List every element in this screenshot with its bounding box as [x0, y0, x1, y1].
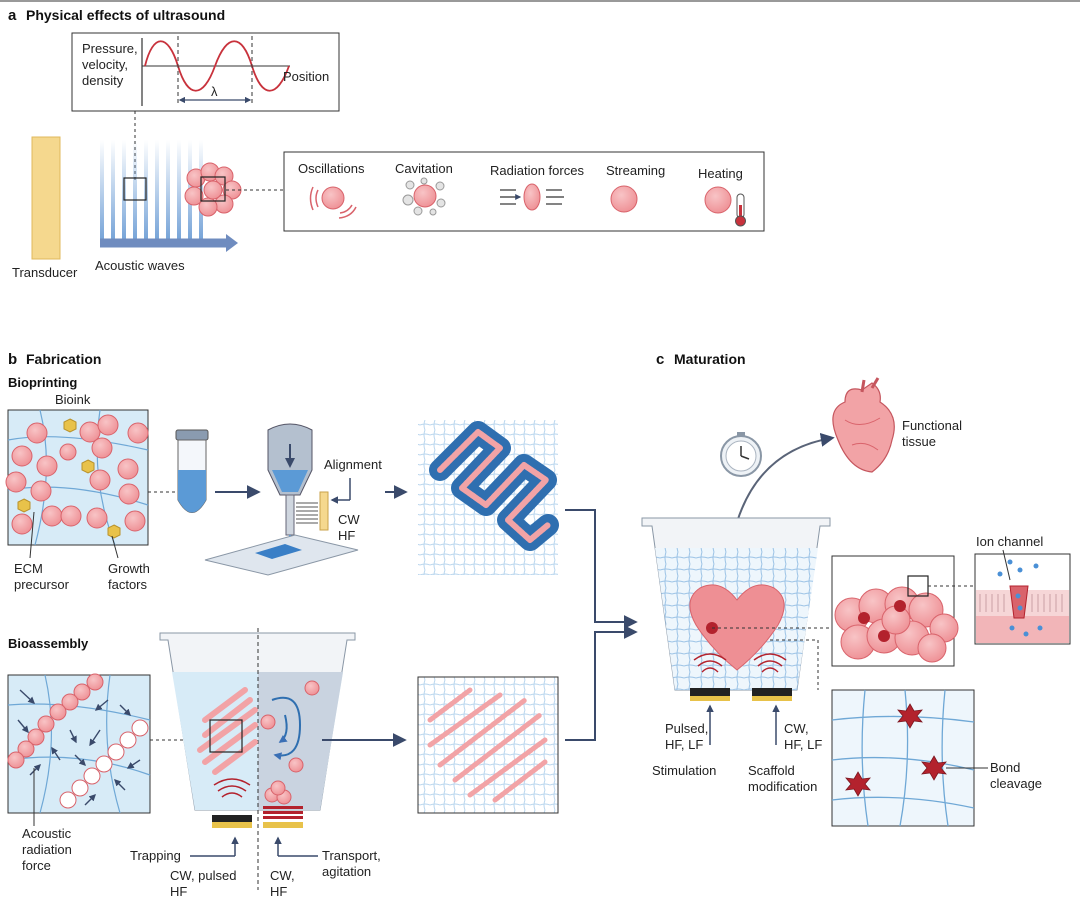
bond-cleavage-inset	[831, 689, 975, 827]
graph-ylabel-1: Pressure,	[82, 41, 138, 56]
ion-channel-label: Ion channel	[976, 534, 1043, 549]
heating-icon	[704, 186, 746, 227]
graph-ylabel-3: density	[82, 73, 124, 88]
effect-cavitation-label: Cavitation	[395, 161, 453, 176]
sine-wave	[144, 40, 290, 92]
bioassembly-container	[159, 628, 356, 890]
trapping-param-1: CW, pulsed	[170, 868, 236, 883]
growth-label-2: factors	[108, 577, 148, 592]
effect-heating-label: Heating	[698, 166, 743, 181]
bioink-label: Bioink	[55, 392, 91, 407]
oscillation-icon	[309, 186, 357, 219]
growth-label-1: Growth	[108, 561, 150, 576]
effect-streaming-label: Streaming	[606, 163, 665, 178]
tissue-inset	[831, 555, 959, 667]
panel-a-title: Physical effects of ultrasound	[26, 7, 225, 23]
alignment-label: Alignment	[324, 457, 382, 472]
bioprinter	[204, 423, 359, 576]
assembled-construct	[417, 676, 559, 814]
transducer	[31, 136, 61, 260]
ion-channel-inset	[974, 553, 1071, 645]
arf-label-3: force	[22, 858, 51, 873]
stim-param-2: HF, LF	[665, 737, 703, 752]
transport-label-1: Transport,	[322, 848, 381, 863]
scaffold-param-2: HF, LF	[784, 737, 822, 752]
panel-c-title: Maturation	[674, 351, 746, 367]
bioink-tube	[175, 429, 209, 513]
trapping-param-2: HF	[170, 884, 187, 899]
ecm-label-1: ECM	[14, 561, 43, 576]
functional-label-2: tissue	[902, 434, 936, 449]
wavelength-symbol: λ	[211, 84, 218, 99]
transducer-label: Transducer	[12, 265, 78, 280]
transport-param-2: HF	[270, 884, 287, 899]
arf-label-1: Acoustic	[22, 826, 72, 841]
transport-param-1: CW,	[270, 868, 295, 883]
bioink-box	[5, 409, 149, 546]
functional-label-1: Functional	[902, 418, 962, 433]
bioassembly-heading: Bioassembly	[8, 636, 89, 651]
bond-label-2: cleavage	[990, 776, 1042, 791]
bond-label-1: Bond	[990, 760, 1020, 775]
effect-oscillations-label: Oscillations	[298, 161, 365, 176]
arf-label-2: radiation	[22, 842, 72, 857]
trapping-label: Trapping	[130, 848, 181, 863]
printed-construct	[418, 420, 559, 575]
clock-icon	[720, 432, 762, 477]
graph-xlabel: Position	[283, 69, 329, 84]
bioprinting-heading: Bioprinting	[8, 375, 77, 390]
wave-graph: λ Pressure, velocity, density Position	[71, 32, 340, 112]
stim-param-1: Pulsed,	[665, 721, 708, 736]
panel-c-letter: c	[656, 351, 664, 368]
effects-box	[283, 151, 765, 232]
wave-direction-arrow	[226, 234, 238, 252]
scaffold-label-1: Scaffold	[748, 763, 795, 778]
cavitation-icon	[402, 177, 446, 216]
streaming-icon	[610, 185, 638, 213]
alignment-param-2: HF	[338, 528, 355, 543]
arf-box	[7, 673, 151, 814]
waves-label: Acoustic waves	[95, 258, 185, 273]
graph-ylabel-2: velocity,	[82, 57, 128, 72]
panel-b-title: Fabrication	[26, 351, 101, 367]
stim-label: Stimulation	[652, 763, 716, 778]
scaffold-label-2: modification	[748, 779, 817, 794]
panel-a-letter: a	[8, 7, 17, 24]
heart-icon	[832, 377, 895, 473]
radiation-force-icon	[500, 183, 564, 211]
transport-label-2: agitation	[322, 864, 371, 879]
ecm-label-2: precursor	[14, 577, 70, 592]
alignment-param-1: CW	[338, 512, 360, 527]
maturation-bath	[641, 517, 831, 701]
panel-b-letter: b	[8, 351, 17, 368]
scaffold-param-1: CW,	[784, 721, 809, 736]
effect-radiation-label: Radiation forces	[490, 163, 584, 178]
